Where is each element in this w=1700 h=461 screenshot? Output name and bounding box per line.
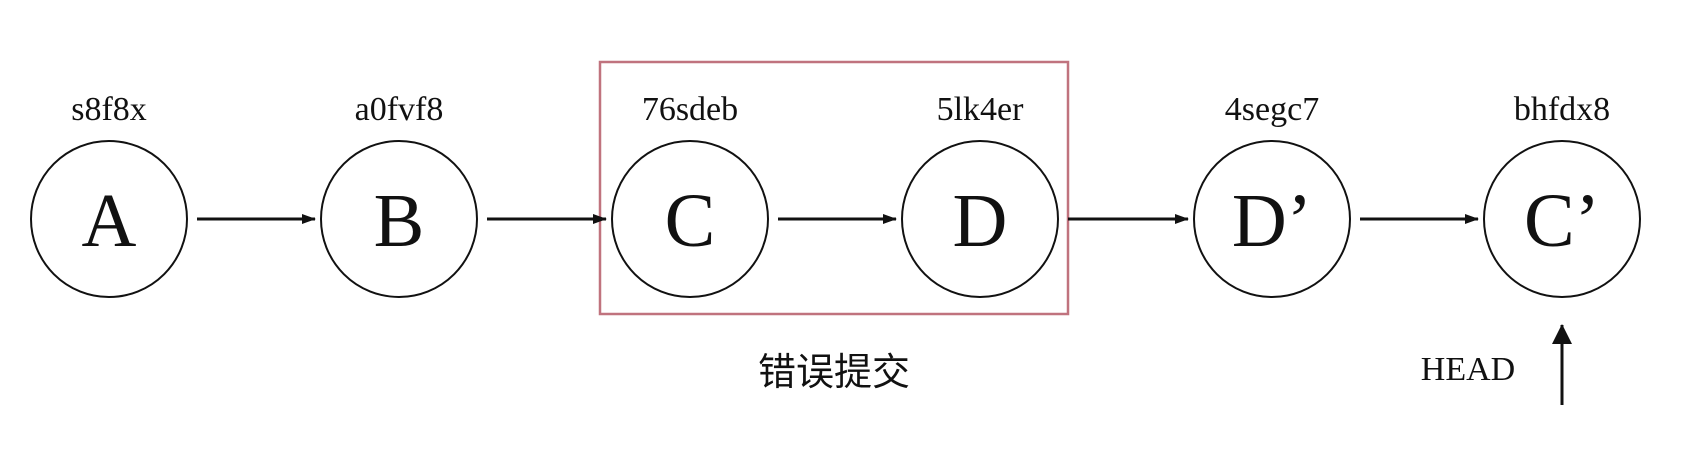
commit-label: A xyxy=(82,179,137,263)
commit-node-Dp: D’ 4segc7 xyxy=(1193,91,1351,298)
commit-hash: 5lk4er xyxy=(937,91,1025,128)
commit-circle xyxy=(1483,140,1641,298)
commit-hash: 4segc7 xyxy=(1225,91,1319,128)
head-label: HEAD xyxy=(1421,351,1515,388)
commit-node-Cp: C’ bhfdx8 xyxy=(1483,91,1641,298)
commit-label: D xyxy=(953,179,1008,263)
commit-label: B xyxy=(374,179,425,263)
commit-hash: 76sdeb xyxy=(642,91,738,128)
nodes-layer: As8f8xBa0fvf8C76sdebD5lk4erD’4segc7C’bhf… xyxy=(30,91,1641,298)
commit-circle xyxy=(901,140,1059,298)
commit-circle xyxy=(320,140,478,298)
commit-node-C: C 76sdeb xyxy=(611,91,769,298)
commit-label: C xyxy=(665,179,716,263)
commit-label: D’ xyxy=(1232,179,1312,263)
commit-circle xyxy=(30,140,188,298)
erroneous-commits-box xyxy=(598,60,1070,316)
commit-hash: a0fvf8 xyxy=(355,91,444,128)
commit-node-D: D 5lk4er xyxy=(901,91,1059,298)
commit-label: C’ xyxy=(1524,179,1600,263)
commit-circle xyxy=(611,140,769,298)
commit-hash: s8f8x xyxy=(71,91,147,128)
commit-hash: bhfdx8 xyxy=(1514,91,1610,128)
highlight-caption: 错误提交 xyxy=(758,350,910,394)
commit-circle xyxy=(1193,140,1351,298)
